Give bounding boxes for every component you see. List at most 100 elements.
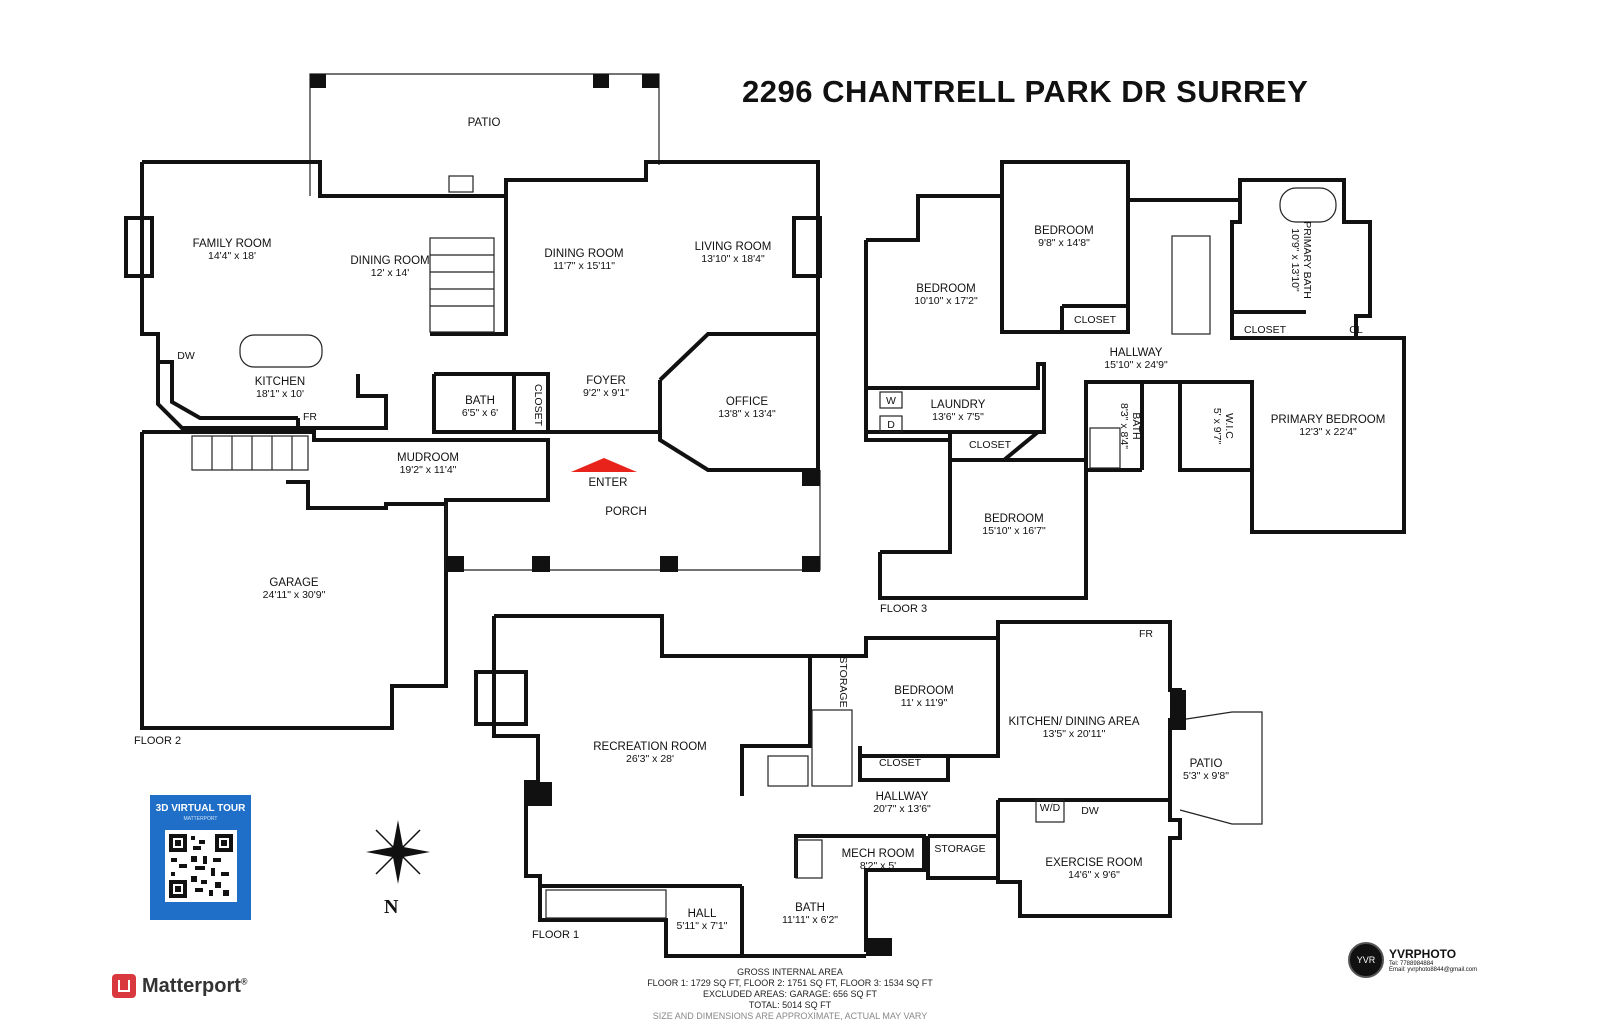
area-disclaimer: SIZE AND DIMENSIONS ARE APPROXIMATE, ACT… xyxy=(652,1011,928,1021)
room-name: BEDROOM xyxy=(1034,225,1093,237)
room-name: KITCHEN/ DINING AREA xyxy=(1009,716,1140,728)
floor-3-plan xyxy=(864,160,1406,600)
floor-label: FLOOR 2 xyxy=(134,735,181,747)
room-dimension: 13'8" x 13'4" xyxy=(718,408,776,420)
room-name: KITCHEN xyxy=(255,376,305,388)
room-dimension: 10'10" x 17'2" xyxy=(914,295,978,307)
fireplace xyxy=(792,216,822,278)
room-name: CLOSET xyxy=(969,439,1012,451)
room-dimension: 18'1" x 10' xyxy=(256,388,304,400)
virtual-tour-card[interactable]: 3D VIRTUAL TOUR MATTERPORT xyxy=(150,795,251,920)
room-name: MUDROOM xyxy=(397,452,459,464)
room-name: CLOSET xyxy=(1244,324,1287,336)
room-dimension: 5' x 9'7" xyxy=(1211,408,1223,445)
room-name: CL xyxy=(1349,324,1363,336)
washer-dryer xyxy=(1035,799,1065,823)
washer-dryer-label: W/D xyxy=(1040,802,1061,814)
room-dimension: 8'2" x 5' xyxy=(860,860,896,872)
room-dimension: 13'6" x 7'5" xyxy=(932,411,984,423)
virtual-tour-subtitle: MATTERPORT xyxy=(183,816,218,822)
floor-3-wall xyxy=(880,460,952,554)
stairs xyxy=(767,755,809,787)
room-name: LAUNDRY xyxy=(931,399,986,411)
room-dimension: 11'11" x 6'2" xyxy=(782,914,838,926)
room-name: STORAGE xyxy=(934,843,985,855)
room-name: GARAGE xyxy=(269,577,319,589)
qr-code-icon[interactable] xyxy=(164,830,237,902)
room-name: STORAGE xyxy=(837,656,849,707)
room-name: FAMILY ROOM xyxy=(193,238,272,250)
kitchen-island xyxy=(239,334,323,368)
room-name: PORCH xyxy=(605,506,647,518)
floor-2-plan xyxy=(124,73,822,730)
room-dimension: 9'2" x 9'1" xyxy=(583,387,629,399)
room-dimension: 20'7" x 13'6" xyxy=(873,803,931,815)
dishwasher-label: DW xyxy=(177,350,195,362)
matterport-name: Matterport xyxy=(142,974,241,997)
porch-post xyxy=(532,556,550,572)
camera-icon: YVR xyxy=(1348,942,1384,978)
room-dimension: 12' x 14' xyxy=(371,267,409,279)
patio-outline xyxy=(309,73,660,196)
patio-post xyxy=(310,74,326,88)
floor-2-wall xyxy=(430,196,508,336)
room-dimension: 11'7" x 15'11" xyxy=(553,260,615,272)
matterport-icon xyxy=(112,974,136,998)
floor-1-wall xyxy=(860,638,1000,758)
fireplace xyxy=(124,216,154,278)
dryer xyxy=(879,415,903,433)
bath-wic-wall xyxy=(1084,380,1254,472)
room-name: HALL xyxy=(688,908,717,920)
room-name: OFFICE xyxy=(726,396,768,408)
room-name: PRIMARY BATH xyxy=(1301,221,1313,299)
stairs xyxy=(429,237,495,333)
room-name: CLOSET xyxy=(879,757,922,769)
floor-label: FLOOR 3 xyxy=(880,603,927,615)
area-summary: GROSS INTERNAL AREA FLOOR 1: 1729 SQ FT,… xyxy=(560,967,1020,1022)
room-name: HALLWAY xyxy=(876,791,929,803)
laundry-wall xyxy=(866,362,1046,434)
room-dimension: 14'6" x 9'6" xyxy=(1068,869,1120,881)
floor-1-wall xyxy=(494,614,1182,952)
room-dimension: 5'11" x 7'1" xyxy=(677,920,728,932)
room-dimension: 15'10" x 16'7" xyxy=(982,525,1046,537)
room-dimension: 6'5" x 6' xyxy=(462,407,498,419)
mudroom-wall xyxy=(286,418,550,510)
room-name: BEDROOM xyxy=(916,283,975,295)
stairs xyxy=(1171,235,1211,335)
room-name: HALLWAY xyxy=(1110,347,1163,359)
room-name: BATH xyxy=(1130,412,1142,439)
stairs xyxy=(795,839,823,879)
room-name: BEDROOM xyxy=(894,685,953,697)
room-dimension: 5'3" x 9'8" xyxy=(1183,770,1229,782)
compass-rose xyxy=(366,820,430,884)
closet-wall xyxy=(858,746,950,782)
room-dimension: 9'8" x 14'8" xyxy=(1038,237,1090,249)
porch-outline xyxy=(445,470,821,571)
bath-column xyxy=(866,938,892,956)
room-name: BEDROOM xyxy=(984,513,1043,525)
room-dimension: 11' x 11'9" xyxy=(901,697,948,709)
column-block xyxy=(524,782,552,806)
area-excluded: EXCLUDED AREAS: GARAGE: 656 SQ FT xyxy=(702,989,878,999)
matterport-wordmark: Matterport® xyxy=(142,975,248,998)
porch-post xyxy=(802,470,820,486)
primary-bath-wall xyxy=(1230,180,1358,340)
area-floors: FLOOR 1: 1729 SQ FT, FLOOR 2: 1751 SQ FT… xyxy=(647,978,933,988)
room-dimension: 26'3" x 28' xyxy=(626,753,674,765)
north-label: N xyxy=(384,896,399,918)
dishwasher-label: DW xyxy=(1081,805,1099,817)
room-dimension: 8'3" x 8'4" xyxy=(1118,403,1130,449)
stove xyxy=(448,175,474,193)
bathtub xyxy=(1089,427,1121,469)
room-name: DINING ROOM xyxy=(544,248,623,260)
room-dimension: 14'4" x 18' xyxy=(208,250,256,262)
floor-2-wall xyxy=(156,362,388,430)
patio-post xyxy=(593,74,609,88)
room-name: PATIO xyxy=(1190,758,1223,770)
patio-post xyxy=(642,74,659,88)
room-name: PRIMARY BEDROOM xyxy=(1271,414,1386,426)
porch-post xyxy=(802,556,820,572)
fridge-label: FR xyxy=(303,411,317,423)
